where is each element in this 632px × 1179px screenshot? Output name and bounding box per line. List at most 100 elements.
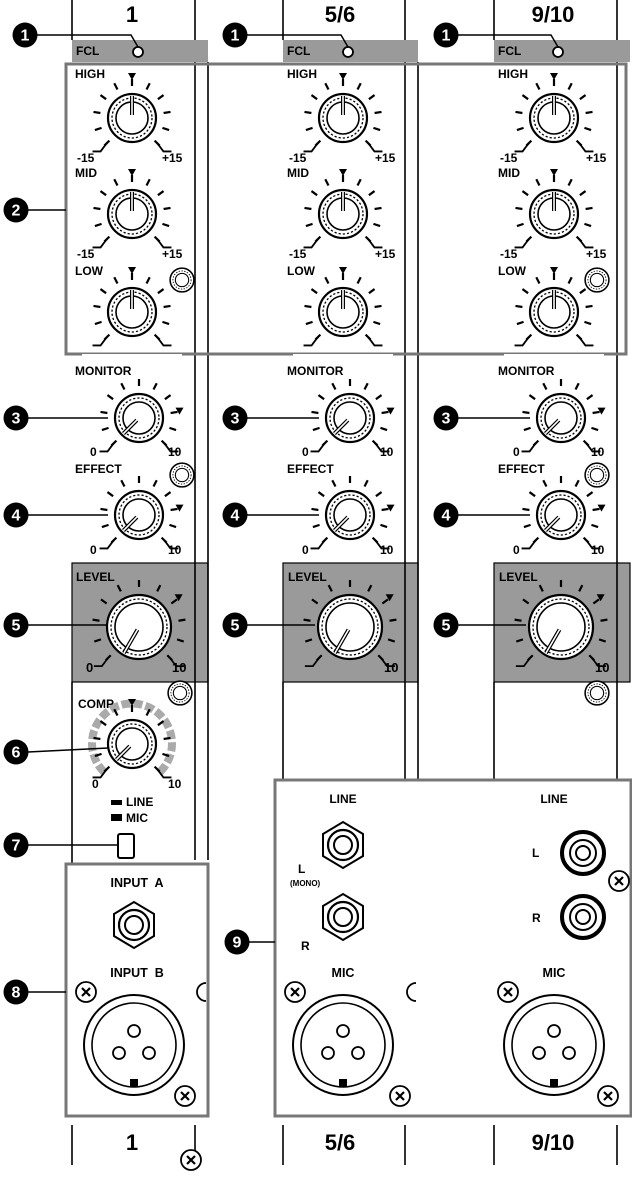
knob-tick [305,320,313,326]
knob-tick [99,190,107,197]
channel-910-label-top: 9/10 [532,2,575,27]
knob-end-mark [93,657,109,668]
knob-tick [515,206,523,211]
knob-tick [163,736,171,741]
eq-high-label: HIGH [287,67,317,81]
knob-tick [368,94,376,101]
effect-max: 10 [380,543,394,557]
knob-tick [567,178,573,186]
level-label: LEVEL [76,570,115,584]
eq-mid-knob [514,169,594,249]
knob-tick [120,382,126,390]
knob-end-mark [303,142,319,153]
knob-marker [597,504,606,512]
knob-pointer-inner [544,419,560,435]
knob-tick [92,618,100,622]
knob-tick [310,288,318,295]
callout-badge [3,612,29,638]
knob-tick [99,288,107,295]
knob-tick [310,190,318,197]
knob-tick [523,523,531,529]
knob-tick [93,638,102,643]
line-label: LINE [540,792,567,806]
knob-cap [325,602,375,652]
mic-xlr-jack [503,994,605,1096]
knob-tick [145,82,151,90]
knob-end-mark [92,336,108,347]
input-b-label: INPUT B [110,966,163,980]
knob-end-mark [303,238,319,249]
callout-number: 3 [442,411,451,428]
knob-end-mark [374,442,390,453]
knob-tick [331,382,337,390]
knob-marker [550,267,558,274]
switch-line-glyph [111,800,122,805]
knob-tick [311,410,319,415]
monitor-label: MONITOR [75,364,132,378]
knob-tick [162,320,170,326]
knob-end-mark [578,142,594,153]
knob-tick [535,276,541,284]
eq-mid-max: +15 [586,247,607,261]
hex-nut-icon [169,267,195,293]
knob-tick [170,507,178,512]
callout-number: 7 [12,838,21,855]
level-max: 10 [384,660,398,675]
mic-label: MIC [543,966,566,980]
knob-tick [538,584,544,592]
monitor-knob [99,379,184,453]
knob-layer [82,73,608,859]
knob-end-mark [374,539,390,550]
effect-label: EFFECT [75,462,122,476]
knob-tick [381,410,389,415]
knob-end-mark [585,539,601,550]
knob-end-mark [578,238,594,249]
knob-marker [550,73,558,80]
mask [293,354,393,368]
l-label: L [298,862,305,876]
knob-tick [93,304,101,309]
knob-tick [514,618,522,622]
callout-number: 3 [231,411,240,428]
level-knob [514,580,608,668]
eq-high-knob [514,73,594,153]
eq-high-label: HIGH [498,67,528,81]
knob-tick [522,507,530,512]
mask [504,354,604,368]
callout-badge [433,502,459,528]
knob-marker [175,504,184,512]
callout-leader [247,34,349,48]
fcl-label-ch910: FCL [498,44,521,58]
knob-tick [523,426,531,432]
knob-end-mark [514,142,530,153]
monitor-max: 10 [591,445,605,459]
knob-tick [521,190,529,197]
connector-layer [74,267,631,1172]
knob-tick [356,276,362,284]
knob-tick [591,523,599,529]
knob-knurl [329,494,371,536]
edge-mark [406,982,417,1002]
knob-tick [324,82,330,90]
monitor-knob [521,379,606,453]
level-min: 0 [86,660,93,675]
knob-knurl [532,598,590,656]
knob-end-mark [367,142,383,153]
hex-nut-icon [169,462,195,488]
monitor-label: MONITOR [287,364,344,378]
knob-tick [100,410,108,415]
knob-tick [374,206,382,211]
knob-tick [106,491,114,498]
eq-high-max: +15 [375,151,396,165]
eq-high-min: -15 [500,151,518,165]
knob-tick [101,426,109,432]
knob-tick [515,304,523,309]
knob-tick [93,206,101,211]
knob-cap [536,602,586,652]
callout-number: 1 [231,28,240,45]
hex-nut-icon [167,680,193,706]
knob-tick [312,426,320,432]
knob-tick [584,320,592,326]
